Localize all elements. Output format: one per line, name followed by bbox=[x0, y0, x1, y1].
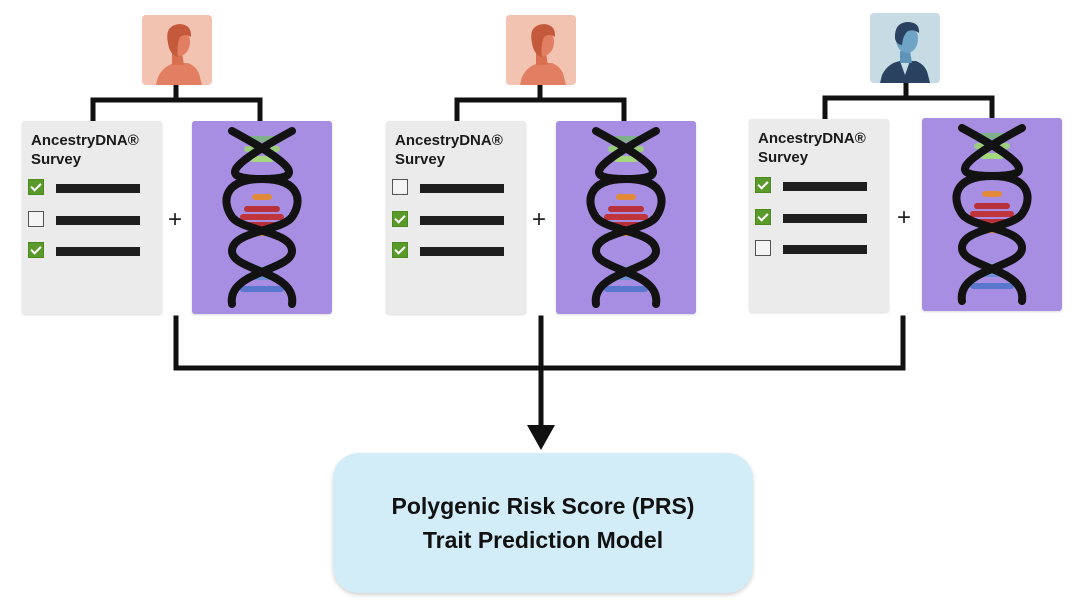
dna-rung bbox=[970, 283, 1014, 289]
dna-rung bbox=[604, 214, 648, 220]
dna-strand bbox=[222, 127, 297, 308]
plus-sign: + bbox=[168, 206, 183, 233]
question-text-placeholder bbox=[783, 245, 867, 254]
dna-strand bbox=[957, 124, 1032, 305]
dna-rung bbox=[240, 214, 284, 220]
survey-title: AncestryDNA® Survey bbox=[395, 132, 503, 168]
survey-question-row bbox=[28, 211, 154, 229]
checkbox-checked[interactable] bbox=[755, 177, 771, 193]
survey-question-row bbox=[28, 179, 154, 197]
dna-rung bbox=[980, 153, 1004, 159]
dna-card-3 bbox=[922, 118, 1062, 311]
survey-question-row bbox=[755, 240, 881, 258]
plus-sign: + bbox=[532, 206, 547, 233]
man-avatar-icon bbox=[870, 13, 940, 83]
dna-rung bbox=[244, 206, 280, 212]
model-title-line-1: Polygenic Risk Score (PRS) bbox=[391, 493, 695, 519]
dna-rung bbox=[608, 206, 644, 212]
checkbox-checked[interactable] bbox=[392, 211, 408, 227]
survey-question-row bbox=[755, 177, 881, 195]
dna-rung bbox=[974, 203, 1010, 209]
dna-helix-icon bbox=[586, 127, 666, 308]
survey-card-1: AncestryDNA® Survey bbox=[22, 121, 162, 314]
checkbox-unchecked[interactable] bbox=[392, 179, 408, 195]
question-text-placeholder bbox=[783, 214, 867, 223]
dna-rung bbox=[616, 194, 636, 200]
question-text-placeholder bbox=[420, 216, 504, 225]
dna-helix-icon bbox=[222, 127, 302, 308]
dna-strand bbox=[952, 124, 1027, 305]
model-title-line-2: Trait Prediction Model bbox=[422, 527, 664, 553]
question-text-placeholder bbox=[420, 247, 504, 256]
plus-sign: + bbox=[897, 204, 912, 231]
checkbox-checked[interactable] bbox=[392, 242, 408, 258]
survey-card-2: AncestryDNA® Survey bbox=[386, 121, 526, 314]
checkbox-checked[interactable] bbox=[28, 179, 44, 195]
woman-avatar-icon bbox=[506, 15, 576, 85]
question-text-placeholder bbox=[783, 182, 867, 191]
survey-card-3: AncestryDNA® Survey bbox=[749, 119, 889, 312]
dna-helix-icon bbox=[952, 124, 1032, 305]
question-text-placeholder bbox=[56, 247, 140, 256]
dna-card-1 bbox=[192, 121, 332, 314]
survey-question-row bbox=[28, 242, 154, 260]
dna-rung bbox=[982, 191, 1002, 197]
checkbox-checked[interactable] bbox=[28, 242, 44, 258]
question-text-placeholder bbox=[56, 184, 140, 193]
merge-arrowhead bbox=[527, 425, 555, 450]
checkbox-checked[interactable] bbox=[755, 209, 771, 225]
checkbox-unchecked[interactable] bbox=[755, 240, 771, 256]
dna-card-2 bbox=[556, 121, 696, 314]
dna-strand bbox=[591, 127, 666, 308]
dna-rung bbox=[614, 156, 638, 162]
woman-avatar-icon bbox=[142, 15, 212, 85]
dna-rung bbox=[240, 286, 284, 292]
survey-question-row bbox=[392, 211, 518, 229]
question-text-placeholder bbox=[420, 184, 504, 193]
survey-title: AncestryDNA® Survey bbox=[31, 132, 139, 168]
survey-question-row bbox=[392, 242, 518, 260]
dna-strand bbox=[227, 127, 302, 308]
survey-title: AncestryDNA® Survey bbox=[758, 130, 866, 166]
dna-rung bbox=[604, 286, 648, 292]
survey-question-row bbox=[392, 179, 518, 197]
survey-question-row bbox=[755, 209, 881, 227]
question-text-placeholder bbox=[56, 216, 140, 225]
dna-rung bbox=[252, 194, 272, 200]
dna-rung bbox=[970, 211, 1014, 217]
prs-model-box: Polygenic Risk Score (PRS) Trait Predict… bbox=[333, 453, 753, 593]
checkbox-unchecked[interactable] bbox=[28, 211, 44, 227]
dna-strand bbox=[586, 127, 661, 308]
dna-rung bbox=[250, 156, 274, 162]
